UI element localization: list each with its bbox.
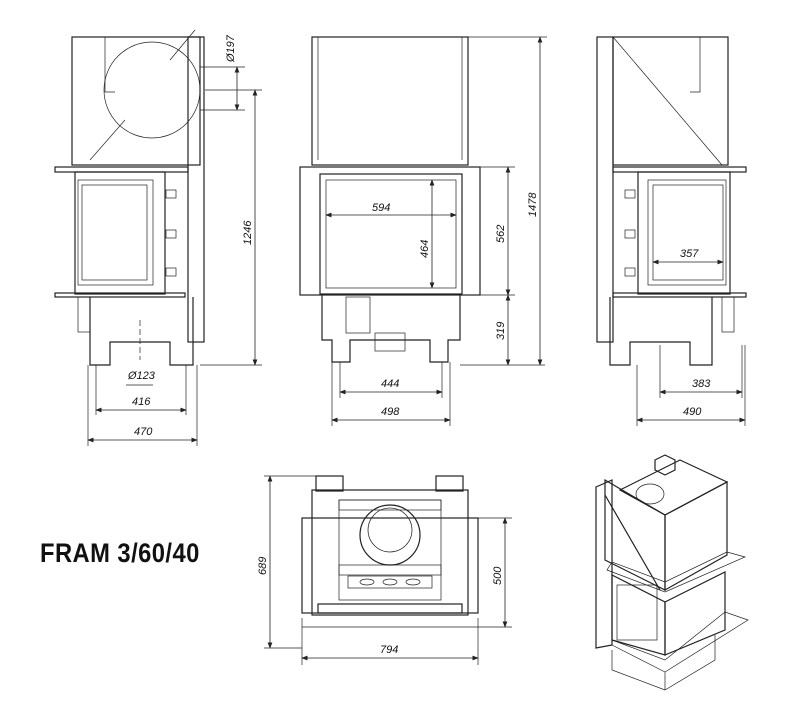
dim-leg-span: 416 [132, 396, 151, 408]
dim-door-width: 594 [372, 202, 390, 214]
dim-right-leg-span: 383 [692, 378, 711, 390]
dim-inner-depth: 500 [492, 566, 504, 585]
dim-total-height: 1478 [527, 192, 539, 217]
left-side-view: Ø197 1246 Ø123 416 470 [54, 29, 262, 446]
dim-front-leg-span: 444 [381, 378, 399, 390]
dim-top-width: 794 [380, 644, 398, 656]
front-view: 594 464 562 319 1478 444 498 [299, 36, 547, 426]
dim-front-width: 498 [381, 406, 400, 418]
dim-width: 470 [134, 426, 153, 438]
dim-glass-width: 357 [680, 248, 699, 260]
isometric-view [595, 454, 749, 691]
product-title: FRAM 3/60/40 [40, 538, 200, 568]
dim-body-height: 562 [495, 225, 507, 243]
top-view: 689 500 794 [257, 475, 512, 665]
right-side-view: 357 383 490 [596, 36, 747, 426]
detail-circle [103, 41, 201, 139]
dim-base-height: 319 [495, 322, 507, 340]
dim-door-height: 464 [419, 240, 431, 258]
dim-height: 1246 [242, 220, 254, 245]
dim-flue-diameter: Ø197 [225, 34, 237, 63]
dim-outlet-diameter: Ø123 [127, 370, 156, 382]
dim-depth: 689 [257, 557, 269, 575]
dim-right-width: 490 [683, 406, 702, 418]
